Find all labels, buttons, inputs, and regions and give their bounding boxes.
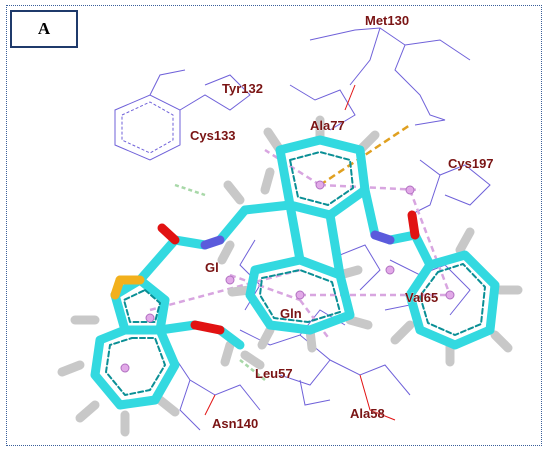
residue-labels: Met130 Tyr132 Cys133 Ala77 Cys197 Val65 …	[190, 13, 494, 431]
panel-label: A	[10, 10, 78, 48]
pi-alkyl-val65	[408, 189, 452, 296]
pi-alkyl-gly	[149, 268, 301, 312]
interaction-lines	[149, 123, 452, 381]
label-ala58: Ala58	[350, 406, 385, 421]
label-asn140: Asn140	[212, 416, 258, 431]
label-ala77: Ala77	[310, 118, 345, 133]
label-met130: Met130	[365, 13, 409, 28]
pi-sulfur-bond	[319, 123, 411, 187]
label-gly: Gl	[205, 260, 219, 275]
label-cys133: Cys133	[190, 128, 236, 143]
label-tyr132: Tyr132	[222, 81, 263, 96]
pi-pi-stacking	[229, 273, 301, 302]
figure-frame	[6, 5, 542, 446]
label-val65: Val65	[405, 290, 438, 305]
centroid-markers	[120, 180, 455, 373]
label-leu57: Leu57	[255, 366, 293, 381]
pi-alkyl-cys133	[264, 148, 321, 187]
h-bond-leu57	[239, 359, 266, 381]
label-gln: Gln	[280, 306, 302, 321]
label-cys197: Cys197	[448, 156, 494, 171]
h-bond-tyr132	[174, 183, 206, 197]
pi-alkyl-cys197	[319, 183, 421, 192]
ligand-sticks	[57, 115, 523, 437]
